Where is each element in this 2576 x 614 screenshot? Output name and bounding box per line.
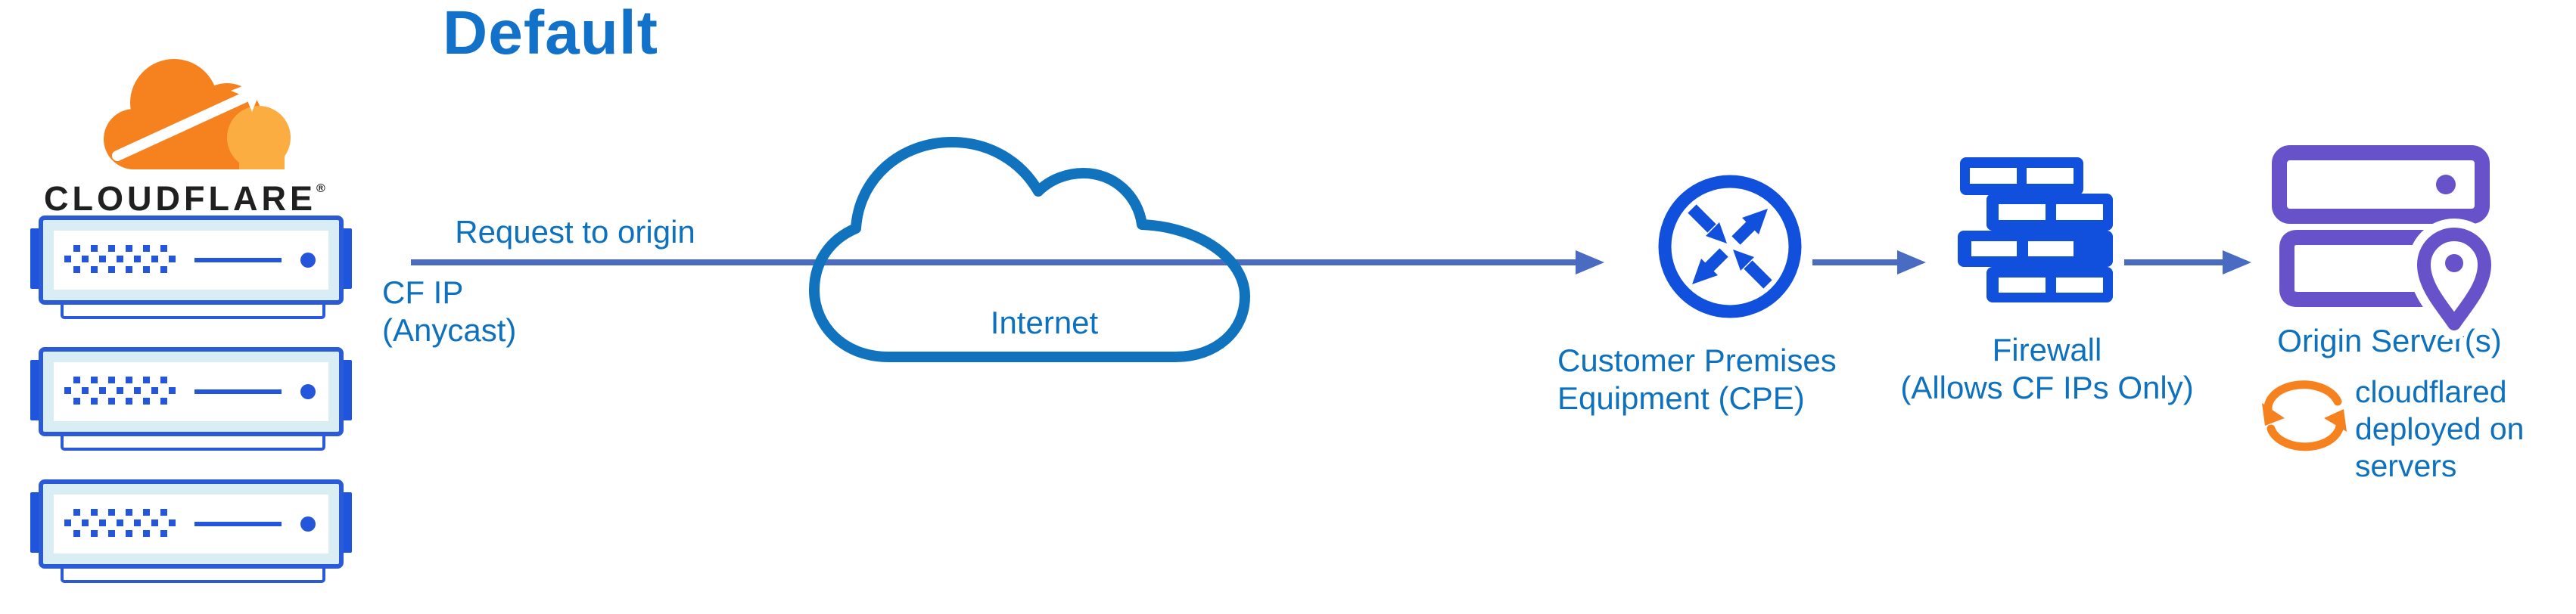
- firewall-to-origin-line: [2124, 259, 2223, 265]
- firewall-label: Firewall (Allows CF IPs Only): [1900, 332, 2194, 405]
- cpe-to-firewall-line: [1812, 259, 1897, 265]
- internet-cloud-outline-icon: [809, 137, 1250, 362]
- cloudflare-wordmark: CLOUDFLARE®: [44, 179, 329, 218]
- cpe-to-firewall-arrowhead-icon: [1897, 250, 1926, 274]
- cloudflared-note-label: cloudflared deployed on servers: [2355, 374, 2525, 483]
- edge-server-rack-icon-1: [30, 216, 352, 319]
- firewall-brick-wall-icon: [1958, 157, 2113, 302]
- main-connector-line: [411, 259, 1576, 265]
- edge-server-rack-icon-3: [30, 479, 352, 583]
- cloudflare-cloud-logo-icon: [91, 59, 297, 177]
- internet-label: Internet: [990, 305, 1099, 340]
- registered-trademark: ®: [316, 182, 329, 195]
- cpe-label: Customer Premises Equipment (CPE): [1557, 343, 1837, 416]
- cf-ip-anycast-label: CF IP (Anycast): [382, 274, 517, 348]
- firewall-to-origin-arrowhead-icon: [2223, 250, 2251, 274]
- edge-server-rack-icon-2: [30, 347, 352, 451]
- origin-server-stack-location-icon: [2272, 145, 2500, 340]
- cpe-router-arrows-icon: [1658, 175, 1802, 318]
- main-connector-arrowhead-icon: [1576, 250, 1604, 274]
- origin-servers-label: Origin Server(s): [2277, 323, 2502, 358]
- request-to-origin-label: Request to origin: [455, 214, 695, 250]
- diagram-title: Default: [443, 0, 658, 67]
- cloudflared-sync-arrows-icon: [2262, 380, 2347, 451]
